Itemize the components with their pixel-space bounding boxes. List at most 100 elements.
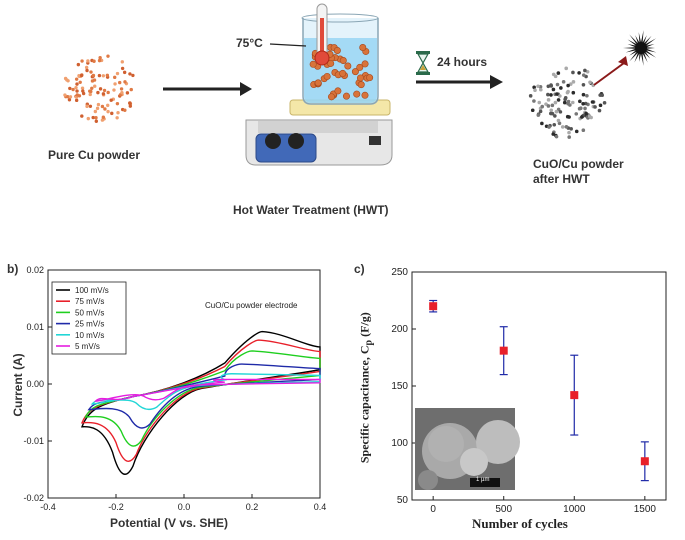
schematic-graphic bbox=[63, 3, 657, 166]
cuo-particle bbox=[597, 108, 602, 113]
cv-x-tick-label: 0.4 bbox=[314, 502, 327, 512]
cu-particle bbox=[77, 94, 82, 98]
cuo-particle bbox=[569, 127, 573, 131]
cu-particle bbox=[128, 72, 132, 76]
cuo-particle bbox=[550, 103, 555, 108]
cu-particle bbox=[120, 60, 125, 64]
cu-particle bbox=[110, 111, 114, 116]
cv-legend-label: 10 mV/s bbox=[75, 331, 104, 340]
cu-particle bbox=[112, 88, 116, 92]
beaker-particle bbox=[339, 57, 347, 65]
cuo-particle bbox=[566, 99, 571, 104]
cu-particle bbox=[63, 76, 68, 81]
cu-particle bbox=[88, 104, 93, 108]
cu-particle bbox=[95, 106, 100, 111]
temperature-label: 75°C bbox=[236, 36, 263, 50]
cu-particle bbox=[113, 75, 117, 80]
cuo-particle bbox=[558, 94, 562, 98]
inset-scalebar-label: 1 µm bbox=[476, 477, 490, 483]
cuo-particle bbox=[538, 109, 543, 114]
cuo-particle bbox=[560, 125, 565, 129]
cuo-particle bbox=[532, 85, 536, 90]
cuo-particle bbox=[566, 83, 570, 88]
flower-petal bbox=[640, 52, 644, 66]
beaker-particle bbox=[327, 59, 335, 67]
cuo-particle bbox=[570, 100, 575, 105]
flower-petal bbox=[645, 47, 655, 49]
beaker-particle bbox=[353, 90, 361, 98]
cv-curve bbox=[84, 350, 321, 447]
cuo-particle bbox=[554, 134, 559, 139]
cuo-particle bbox=[556, 98, 561, 102]
cu-particle bbox=[106, 54, 110, 58]
cap-x-tick-label: 0 bbox=[430, 504, 436, 515]
panel-b-label: b) bbox=[7, 262, 19, 276]
beaker-particle bbox=[359, 44, 367, 52]
cv-curve bbox=[80, 330, 321, 475]
cuo-particle bbox=[556, 118, 561, 123]
cv-legend bbox=[51, 281, 127, 355]
cap-x-tick-label: 500 bbox=[495, 504, 512, 515]
flower-petal bbox=[623, 47, 637, 49]
cuo-particle bbox=[537, 100, 542, 105]
cuo-particle bbox=[571, 70, 575, 75]
cuo-particle bbox=[536, 84, 540, 89]
cuo-particle bbox=[536, 113, 541, 117]
flower-petal bbox=[643, 35, 652, 45]
process-schematic: Pure Cu powder 75°C 24 hours CuO/Cu powd… bbox=[0, 0, 685, 235]
beaker bbox=[301, 13, 379, 105]
arrow-right-icon bbox=[416, 75, 503, 89]
cuo-particle bbox=[568, 82, 573, 86]
cuo-particle bbox=[583, 68, 587, 73]
cap-y-tick-label: 250 bbox=[391, 267, 408, 278]
cuo-particle bbox=[561, 80, 566, 84]
flower-petal bbox=[640, 30, 644, 44]
cuo-nanoflower-icon bbox=[623, 30, 657, 66]
flower-petal bbox=[645, 48, 657, 53]
cuo-particle bbox=[546, 104, 551, 108]
duration-label: 24 hours bbox=[437, 55, 488, 69]
flower-petal bbox=[638, 32, 642, 44]
cu-particle bbox=[98, 87, 103, 91]
flower-petal bbox=[642, 35, 647, 44]
cu-particle bbox=[103, 107, 107, 111]
beaker-particle bbox=[309, 60, 317, 68]
cu-particle bbox=[105, 73, 110, 78]
flower-petal bbox=[625, 48, 637, 53]
cv-y-tick-label: 0.01 bbox=[26, 322, 44, 332]
flower-petal bbox=[642, 52, 648, 63]
cuo-particle bbox=[574, 112, 579, 116]
beaker-particle bbox=[356, 63, 364, 71]
cuo-particle bbox=[557, 121, 562, 126]
cuo-particle bbox=[602, 101, 607, 105]
cuo-particle bbox=[540, 121, 544, 126]
beaker-particle bbox=[314, 79, 322, 87]
cv-y-tick-label: -0.01 bbox=[23, 436, 44, 446]
cuo-particle bbox=[552, 122, 557, 127]
cu-powder-dots bbox=[63, 54, 135, 123]
cu-particle bbox=[80, 86, 85, 90]
cuo-particle bbox=[559, 86, 563, 90]
cuo-particle bbox=[532, 99, 536, 103]
cap-ylabel: Specific capacitance, Cp (F/g) bbox=[357, 288, 374, 488]
cuo-particle bbox=[577, 71, 581, 75]
cuo-particle bbox=[578, 106, 583, 111]
cu-particle bbox=[75, 82, 79, 86]
flower-petal bbox=[629, 51, 639, 62]
beaker-particle bbox=[344, 62, 352, 70]
cap-x-tick-label: 1000 bbox=[563, 504, 586, 515]
cv-x-tick-label: -0.2 bbox=[108, 502, 124, 512]
cu-particle bbox=[74, 85, 78, 90]
cuo-particle bbox=[550, 111, 555, 116]
cuo-particle bbox=[567, 130, 571, 135]
cuo-particle bbox=[567, 135, 572, 139]
cu-particle bbox=[68, 86, 72, 91]
cu-particle bbox=[116, 111, 120, 115]
cv-ylabel: Current (A) bbox=[11, 353, 25, 417]
cap-data-point bbox=[429, 302, 438, 311]
beaker-particle bbox=[323, 72, 331, 80]
cuo-particle bbox=[563, 96, 568, 100]
